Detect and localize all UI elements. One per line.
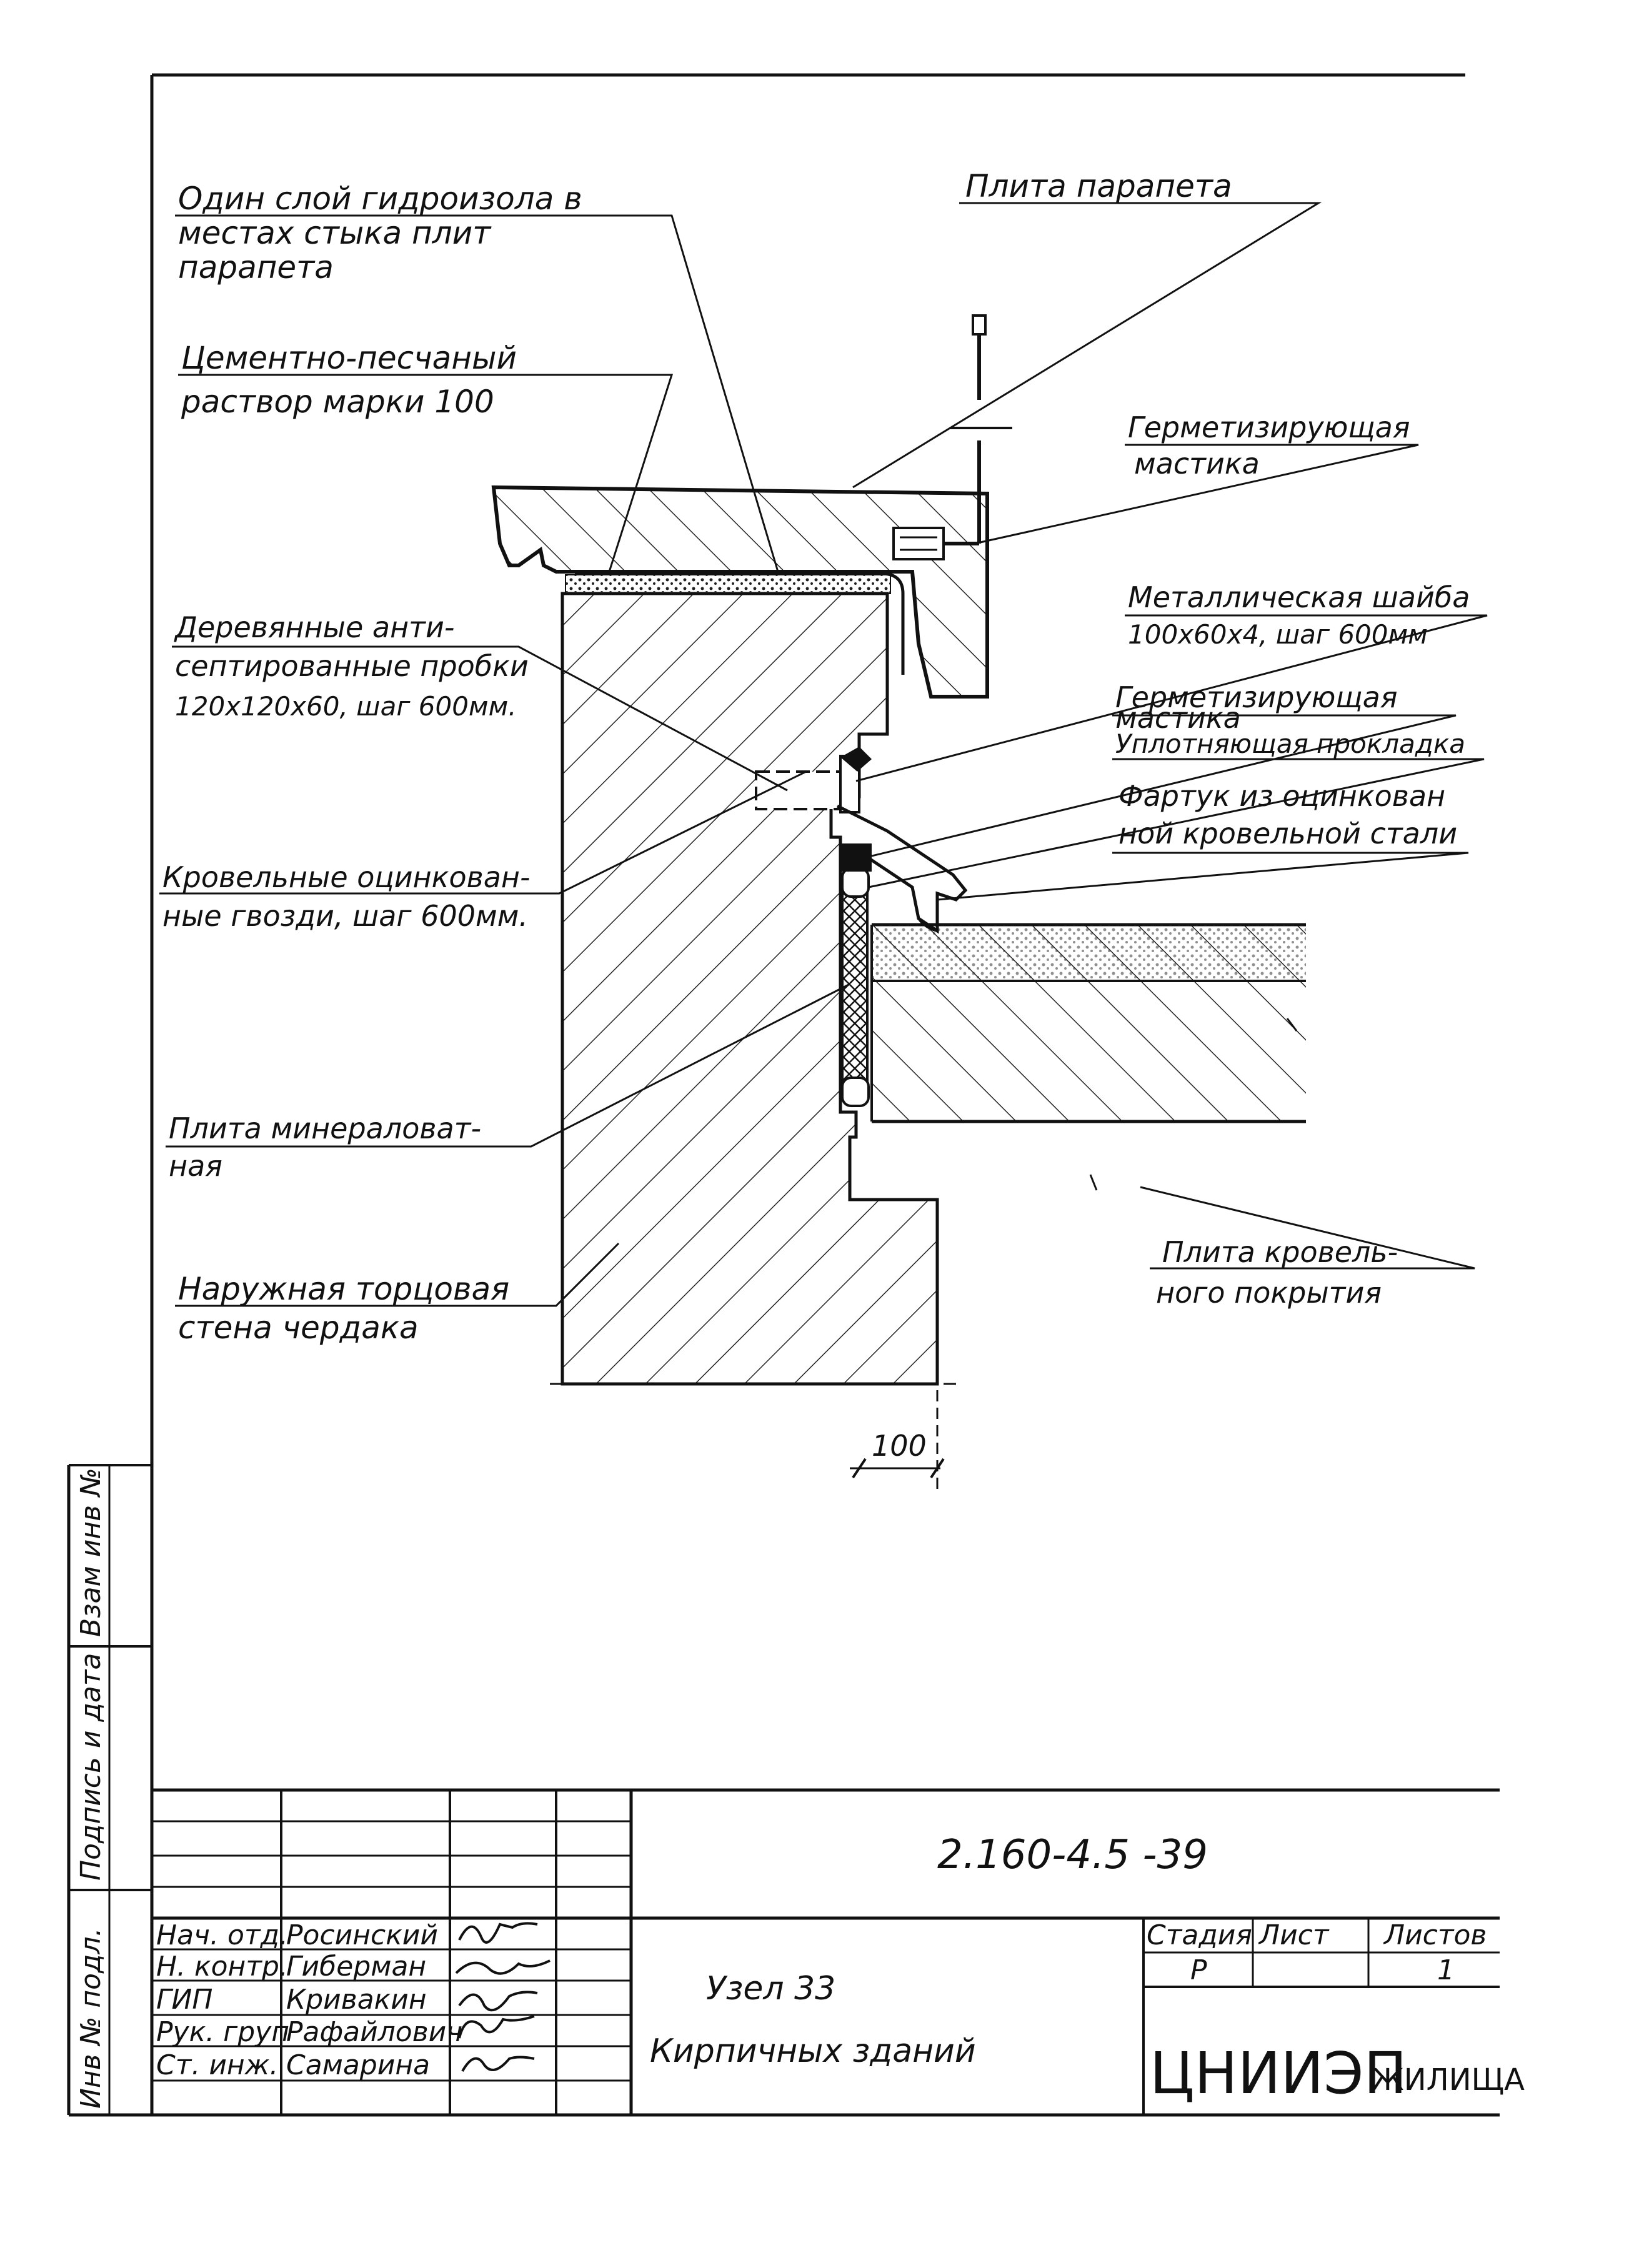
title-block: 2.160-4.5 -39 Узел 33 Кирпичных зданий С… (152, 1788, 1525, 2115)
staff-role-5: Ст. инж. (156, 2049, 278, 2081)
dimension-100 (850, 1390, 945, 1490)
dimension-label: 100 (872, 1429, 927, 1463)
sealant-mid-label-2: мастика (1115, 701, 1241, 735)
sealing-gasket (841, 867, 870, 898)
mortar-label-1: Цементно-песчаный (181, 340, 517, 376)
inv-no-label: Инв № подл. (75, 1927, 107, 2109)
title-line-2: Кирпичных зданий (650, 2032, 976, 2070)
parapet-slab (491, 485, 989, 699)
mid-sealant (840, 843, 872, 872)
apron-label-2: ной кровельной стали (1118, 817, 1457, 850)
washer-label-2: 100x60x4, шаг 600мм (1128, 619, 1428, 650)
apron-label-1: Фартук из оцинкован (1118, 779, 1445, 813)
staff-name-3: Кривакин (286, 1984, 427, 2016)
mortar-label-2: раствор марки 100 (181, 384, 494, 420)
replace-inv-label: Взам инв № (75, 1468, 107, 1637)
roof-slab-label-2: ного покрытия (1156, 1276, 1382, 1310)
roof-slab-label-1: Плита кровель- (1162, 1235, 1398, 1269)
anchor-bolt (892, 314, 1012, 560)
side-stamp: Инв № подл. Подпись и дата Взам инв № (67, 1464, 152, 2115)
mineral-wool-slab (841, 873, 869, 1101)
sealing-gasket-bottom (841, 1077, 870, 1107)
sealant-mid-label-1: Герметизирующая (1115, 680, 1398, 714)
sheets-value: 1 (1437, 1954, 1455, 1986)
title-line-1: Узел 33 (706, 1970, 835, 2007)
mortar-bed (565, 574, 891, 594)
staff-name-1: Росинский (286, 1919, 438, 1951)
stage-value: Р (1190, 1954, 1207, 1986)
leader-lines (159, 202, 1488, 1307)
staff-name-4: Рафайлович (286, 2016, 462, 2048)
parapet-slab-label: Плита парапета (965, 168, 1232, 204)
hydroisol-label-3: парапета (178, 249, 334, 286)
plugs-label-3: 120x120x60, шаг 600мм. (175, 691, 517, 722)
node-drawing (491, 314, 1306, 1490)
sheets-header: Листов (1383, 1919, 1487, 1951)
sign-date-label: Подпись и дата (75, 1653, 107, 1881)
staff-name-2: Гиберман (286, 1951, 426, 1982)
plugs-label-2: септированные пробки (175, 649, 529, 683)
top-sealant (840, 747, 872, 772)
nails-label-1: Кровельные оцинкован- (162, 860, 531, 894)
drawing-code: 2.160-4.5 -39 (937, 1832, 1208, 1878)
galvanized-apron (836, 804, 968, 934)
staff-role-3: ГИП (156, 1984, 213, 2016)
hydroisol-label-1: Один слой гидроизола в (178, 181, 582, 217)
sealant-top-label-2: мастика (1134, 447, 1260, 480)
staff-name-5: Самарина (286, 2049, 430, 2081)
stage-header: Стадия (1147, 1919, 1252, 1951)
signatures (455, 1922, 550, 2072)
staff-role-2: Н. контр. (156, 1951, 288, 1982)
sealant-top-label-1: Герметизирующая (1128, 410, 1410, 444)
wall-label-1: Наружная торцовая (178, 1271, 509, 1307)
wall-label-2: стена чердака (178, 1310, 419, 1346)
staff-role-1: Нач. отд. (156, 1919, 288, 1951)
hydroisol-layer (575, 572, 905, 675)
organization-sub: ЖИЛИЩА (1372, 2062, 1525, 2097)
mineral-label-1: Плита минераловат- (169, 1112, 481, 1145)
plugs-label-1: Деревянные анти- (174, 610, 454, 644)
organization-main: ЦНИИЭП (1150, 2040, 1407, 2107)
staff-role-4: Рук. груп (156, 2016, 289, 2048)
callout-labels: Один слой гидроизола в местах стыка плит… (162, 168, 1470, 1463)
nails-label-2: ные гвозди, шаг 600мм. (162, 899, 528, 933)
washer-label-1: Металлическая шайба (1128, 580, 1470, 614)
sheet-header: Лист (1258, 1919, 1330, 1951)
gasket-label: Уплотняющая прокладка (1115, 729, 1465, 759)
mineral-label-2: ная (169, 1149, 222, 1183)
wooden-plug (755, 770, 854, 810)
sheet-frame (69, 73, 1500, 2117)
hydroisol-label-2: местах стыка плит (178, 215, 492, 251)
